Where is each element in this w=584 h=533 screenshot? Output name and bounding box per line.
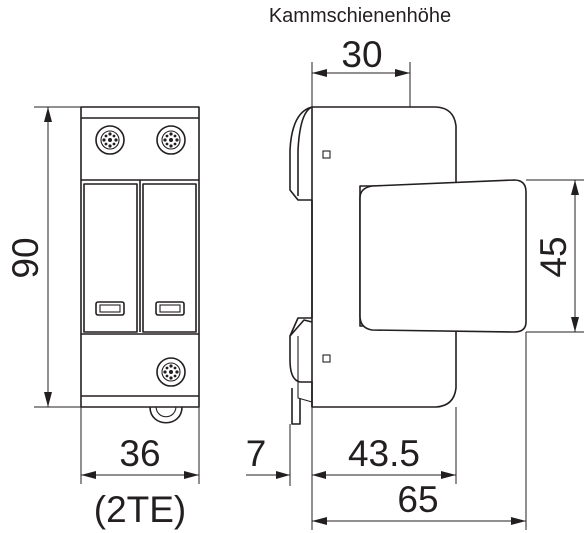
side-marker-top bbox=[322, 150, 331, 159]
dimension-total-depth bbox=[312, 332, 527, 530]
side-marker-bottom bbox=[322, 354, 331, 363]
dimension-comb-busbar-height-label: 30 bbox=[341, 34, 382, 75]
dimension-comb-busbar-height bbox=[311, 62, 411, 107]
dimension-rail-offset-label: 7 bbox=[246, 433, 267, 474]
side-lower-tab bbox=[291, 388, 301, 425]
side-view bbox=[289, 106, 527, 425]
status-window-left bbox=[95, 301, 125, 316]
dimension-body-depth-label: 43.5 bbox=[348, 433, 420, 474]
front-module-right bbox=[142, 183, 197, 333]
dimension-total-depth-label: 65 bbox=[397, 479, 438, 520]
status-window-right bbox=[155, 301, 185, 316]
dimension-width-front bbox=[80, 407, 200, 484]
side-lower-tab-edge bbox=[297, 336, 313, 403]
dimension-module-units-label: (2TE) bbox=[94, 489, 187, 530]
din-rail-clip-inner bbox=[155, 406, 177, 418]
dimension-height-label: 90 bbox=[5, 237, 46, 278]
side-cover bbox=[359, 179, 527, 333]
terminal-screw-bottom-icon bbox=[156, 357, 186, 387]
din-rail-clip bbox=[149, 406, 183, 424]
dimension-rail-offset bbox=[246, 407, 326, 530]
dimension-height bbox=[34, 106, 81, 408]
dimension-cover-height-label: 45 bbox=[533, 236, 574, 277]
dimension-cover-height bbox=[526, 179, 584, 333]
front-module-left bbox=[83, 183, 138, 333]
status-window-right-inner bbox=[159, 304, 181, 313]
side-upper-hook bbox=[297, 106, 313, 196]
terminal-screw-top-left-icon bbox=[95, 125, 125, 155]
terminal-screw-top-right-icon bbox=[156, 125, 186, 155]
dimension-width-front-label: 36 bbox=[119, 433, 160, 474]
comb-busbar-height-title: Kammschienenhöhe bbox=[269, 5, 451, 27]
front-view bbox=[80, 106, 200, 424]
side-lower-hook bbox=[289, 319, 313, 337]
dimension-body-depth bbox=[312, 407, 457, 484]
status-window-left-inner bbox=[99, 304, 121, 313]
